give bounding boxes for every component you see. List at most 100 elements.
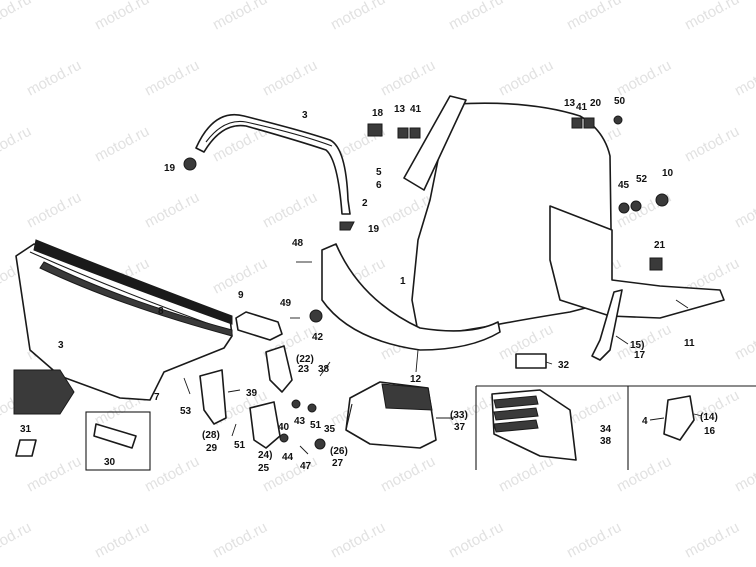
callout: 20 <box>590 98 602 109</box>
front-cover-part-7 <box>15 239 233 401</box>
lower-fairing-part-12 <box>321 243 501 351</box>
callout: 7 <box>154 392 160 403</box>
callout: 48 <box>292 238 304 249</box>
watermark-text: motod.ru <box>732 321 756 364</box>
callout: 16 <box>704 426 716 437</box>
bracket-part-9 <box>235 311 283 341</box>
callout: 31 <box>20 424 32 435</box>
watermark-text: motod.ru <box>210 519 270 562</box>
plate-part-32 <box>515 353 547 369</box>
watermark-text: motod.ru <box>0 123 34 166</box>
watermark-text: motod.ru <box>92 0 152 34</box>
callout: 10 <box>662 168 674 179</box>
watermark-text: motod.ru <box>260 189 320 232</box>
trim-strip-part-3 <box>195 114 351 215</box>
watermark-text: motod.ru <box>92 519 152 562</box>
callout: 38 <box>318 364 330 375</box>
callout: 12 <box>410 374 422 385</box>
callout: 18 <box>372 108 384 119</box>
watermark-text: motod.ru <box>614 453 674 496</box>
watermark-text: motod.ru <box>564 519 624 562</box>
callout: 27 <box>332 458 344 469</box>
watermark-text: motod.ru <box>446 519 506 562</box>
watermark-text: motod.ru <box>142 57 202 100</box>
callout: 44 <box>282 452 294 463</box>
callout: 51 <box>234 440 246 451</box>
callout: 53 <box>180 406 192 417</box>
watermark-text: motod.ru <box>0 0 34 34</box>
callout: 13 <box>564 98 576 109</box>
callout: (14) <box>700 412 718 423</box>
watermark-text: motod.ru <box>24 189 84 232</box>
louver-cover-part-34 <box>491 389 577 461</box>
watermark-text: motod.ru <box>564 0 624 34</box>
watermark-text: motod.ru <box>328 519 388 562</box>
callout: 49 <box>280 298 292 309</box>
hardware <box>183 115 669 455</box>
watermark-text: motod.ru <box>496 453 556 496</box>
watermark-text: motod.ru <box>614 57 674 100</box>
small-brackets <box>199 345 293 449</box>
callout: 50 <box>614 96 626 107</box>
callout-labels: 3 18 13 41 13 41 20 50 19 5 6 2 19 45 52… <box>20 96 718 474</box>
watermark-text: motod.ru <box>682 0 742 34</box>
callout: 38 <box>600 436 612 447</box>
callout: 8 <box>158 306 164 317</box>
callout: 3 <box>58 340 64 351</box>
callout: 17 <box>634 350 646 361</box>
callout: 4 <box>642 416 648 427</box>
watermark-text: motod.ru <box>682 123 742 166</box>
callout: 25 <box>258 463 270 474</box>
callout: (33) <box>450 410 468 421</box>
callout: 19 <box>368 224 380 235</box>
watermark-text: motod.ru <box>564 387 624 430</box>
watermark-text: motod.ru <box>142 453 202 496</box>
callout: 21 <box>654 240 666 251</box>
emblem-part-30 <box>93 423 137 449</box>
stay-part-16 <box>663 395 695 441</box>
callout: 34 <box>600 424 612 435</box>
callout: 19 <box>164 163 176 174</box>
callout: 51 <box>310 420 322 431</box>
callout: 24) <box>258 450 272 461</box>
watermark-text: motod.ru <box>378 57 438 100</box>
callout: 37 <box>454 422 466 433</box>
headlight-part-37 <box>345 381 437 449</box>
grille-emblem-part-31 <box>13 369 75 457</box>
watermark-text: motod.ru <box>446 0 506 34</box>
watermark-text: motod.ru <box>496 57 556 100</box>
watermark-text: motod.ru <box>732 57 756 100</box>
callout: 3 <box>302 110 308 121</box>
watermark-text: motod.ru <box>328 0 388 34</box>
molding-strip-part-8 <box>39 261 233 337</box>
side-strip-part-2 <box>403 95 467 191</box>
watermark-text: motod.ru <box>682 519 742 562</box>
callout: 13 <box>394 104 406 115</box>
callout: 32 <box>558 360 570 371</box>
callout: 29 <box>206 443 218 454</box>
callout: 47 <box>300 461 312 472</box>
callout: (26) <box>330 446 348 457</box>
callout: 40 <box>278 422 290 433</box>
watermark-text: motod.ru <box>732 189 756 232</box>
callout: 45 <box>618 180 630 191</box>
callout: 1 <box>400 276 406 287</box>
watermark-text: motod.ru <box>210 0 270 34</box>
callout: 52 <box>636 174 648 185</box>
inset-frames <box>85 385 756 471</box>
watermark-text: motod.ru <box>0 519 34 562</box>
callout: 41 <box>410 104 422 115</box>
watermark-text: motod.ru <box>378 453 438 496</box>
callout: 35 <box>324 424 336 435</box>
side-panel-part-11 <box>549 205 725 319</box>
callout: 42 <box>312 332 324 343</box>
callout: 41 <box>576 102 588 113</box>
callout: 30 <box>104 457 116 468</box>
callout: 9 <box>238 290 244 301</box>
callout: 6 <box>376 180 382 191</box>
callout: 5 <box>376 167 382 178</box>
watermark-text: motod.ru <box>92 123 152 166</box>
callout: (22) <box>296 354 314 365</box>
callout: 15) <box>630 340 644 351</box>
